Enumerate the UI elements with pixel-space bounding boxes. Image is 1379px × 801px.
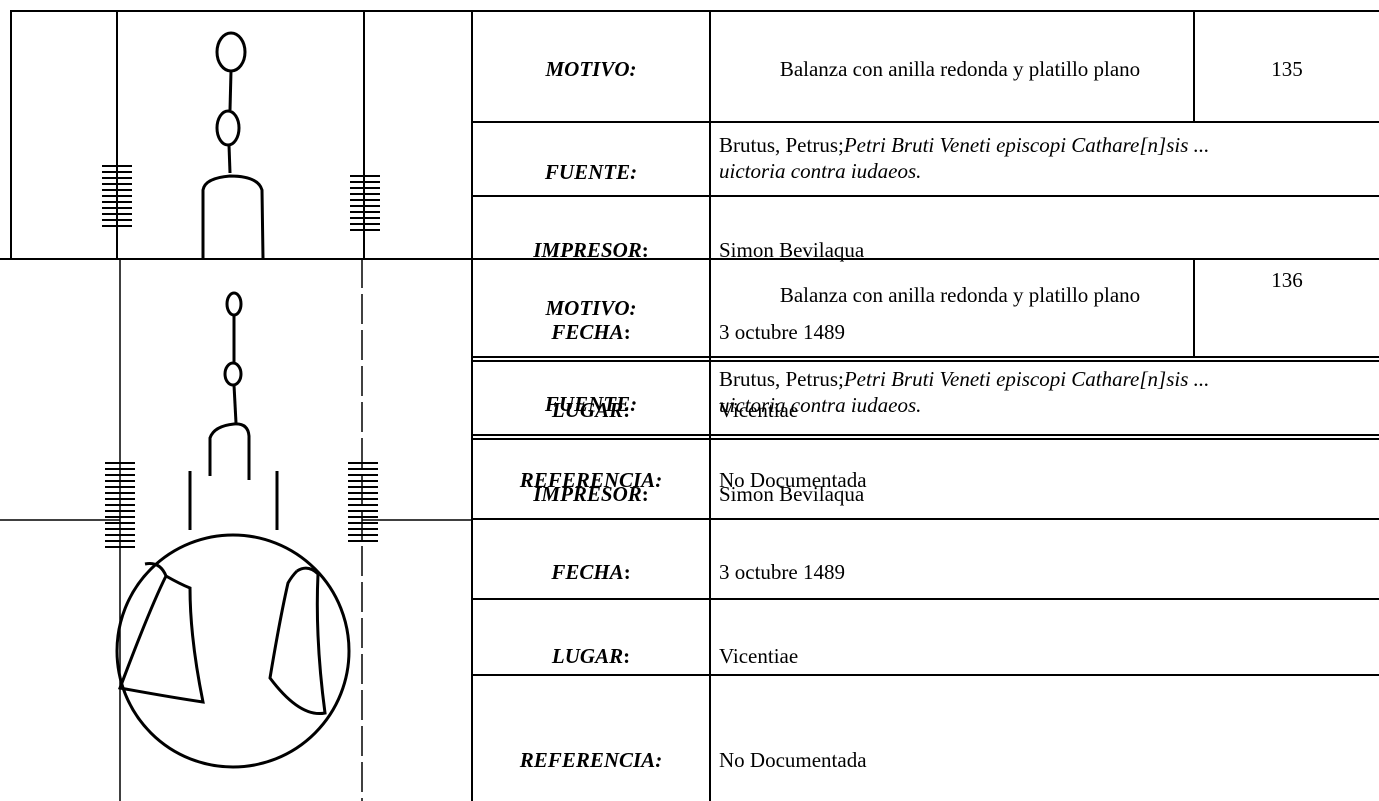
label-motivo: MOTIVO: bbox=[545, 57, 637, 81]
label-colon: : bbox=[623, 320, 631, 344]
table-line bbox=[1193, 258, 1195, 358]
label-fecha: FECHA: bbox=[473, 552, 709, 592]
label-fecha-text: FECHA bbox=[551, 560, 624, 584]
table-line bbox=[10, 10, 12, 258]
label-impresor: IMPRESOR: bbox=[473, 474, 709, 514]
table-line bbox=[472, 674, 1379, 676]
label-lugar-text: LUGAR bbox=[551, 644, 624, 668]
label-referencia: REFERENCIA: bbox=[519, 748, 663, 772]
label-colon: : bbox=[641, 482, 649, 506]
label-lugar: LUGAR: bbox=[473, 636, 709, 676]
value-referencia: No Documentada bbox=[719, 748, 867, 772]
fuente-author: Brutus, Petrus; bbox=[719, 367, 844, 391]
catalog-number: 136 bbox=[1271, 268, 1303, 292]
label-impresor-text: IMPRESOR bbox=[533, 482, 642, 506]
label-fecha: FECHA: bbox=[473, 312, 709, 352]
label-motivo: MOTIVO: bbox=[545, 296, 637, 320]
label-lugar-text: LUGAR bbox=[551, 398, 624, 422]
label-referencia: REFERENCIA: bbox=[519, 468, 663, 492]
value-fecha: 3 octubre 1489 bbox=[719, 560, 845, 584]
table-line bbox=[472, 356, 1379, 358]
label-colon: : bbox=[641, 238, 649, 262]
label-colon: : bbox=[623, 398, 631, 422]
label-fuente: FUENTE: bbox=[544, 392, 638, 416]
table-line bbox=[472, 434, 1379, 436]
fuente-author: Brutus, Petrus; bbox=[719, 133, 844, 157]
table-line bbox=[1193, 10, 1195, 122]
label-colon: : bbox=[623, 560, 631, 584]
table-line bbox=[709, 258, 711, 801]
table-line bbox=[472, 121, 1379, 123]
value-fecha: 3 octubre 1489 bbox=[719, 320, 845, 344]
catalog-number: 135 bbox=[1271, 57, 1303, 81]
label-fuente: FUENTE: bbox=[544, 160, 638, 184]
value-lugar: Vicentiae bbox=[719, 398, 799, 422]
table-line bbox=[0, 258, 1379, 260]
value-fuente: Brutus, Petrus;Petri Bruti Veneti episco… bbox=[711, 122, 1231, 192]
fuente-title: Petri Bruti Veneti episcopi Cathare[n]si… bbox=[719, 367, 1210, 417]
label-colon: : bbox=[623, 644, 631, 668]
watermark-drawing-balance-136 bbox=[0, 258, 471, 801]
watermark-drawing-balance-135 bbox=[102, 12, 380, 259]
label-lugar: LUGAR: bbox=[473, 390, 709, 430]
value-impresor: Simon Bevilaqua bbox=[719, 482, 865, 506]
value-motivo: Balanza con anilla redonda y platillo pl… bbox=[779, 283, 1141, 307]
table-line bbox=[472, 598, 1379, 600]
table-line bbox=[472, 518, 1379, 520]
value-lugar: Vicentiae bbox=[719, 644, 799, 668]
label-fecha-text: FECHA bbox=[551, 320, 624, 344]
value-motivo: Balanza con anilla redonda y platillo pl… bbox=[779, 57, 1141, 81]
table-line bbox=[10, 10, 1379, 12]
table-line bbox=[471, 258, 473, 801]
table-line bbox=[472, 438, 1379, 440]
watermark-record-136: MOTIVO: Balanza con anilla redonda y pla… bbox=[0, 258, 1379, 801]
value-fuente: Brutus, Petrus;Petri Bruti Veneti episco… bbox=[711, 358, 1231, 428]
fuente-title: Petri Bruti Veneti episcopi Cathare[n]si… bbox=[719, 133, 1210, 183]
table-line bbox=[472, 195, 1379, 197]
table-line bbox=[472, 360, 1379, 362]
watermark-record-135: MOTIVO: Balanza con anilla redonda y pla… bbox=[10, 10, 1379, 540]
value-referencia: No Documentada bbox=[719, 468, 867, 492]
